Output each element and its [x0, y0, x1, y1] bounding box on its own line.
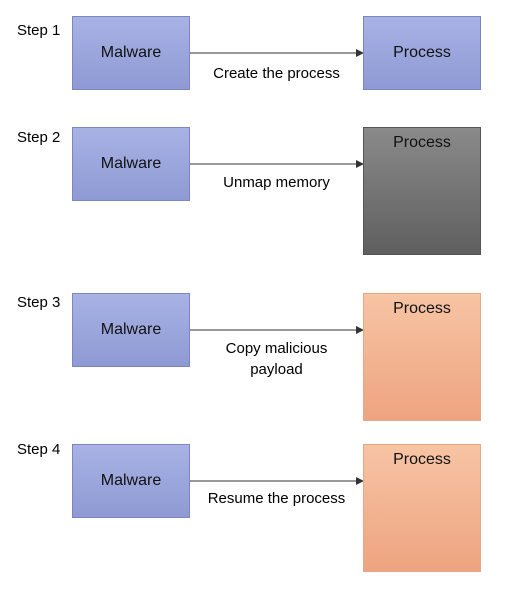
step-4-label: Step 4 — [17, 441, 61, 458]
malware-box-step-2: Malware — [72, 127, 190, 201]
action-step-3-line-1: Copy malicious — [225, 340, 328, 357]
malware-box-step-4: Malware — [72, 444, 190, 518]
action-step-2: Unmap memory — [223, 174, 330, 191]
step-1-label: Step 1 — [17, 22, 61, 39]
process-box-step-3: Process — [363, 293, 481, 421]
step-2-label: Step 2 — [17, 129, 61, 146]
process-box-step-4: Process — [363, 444, 481, 572]
step-3-label: Step 3 — [17, 294, 61, 311]
malware-box-step-1: Malware — [72, 16, 190, 90]
action-step-3: Copy malicious payload — [190, 338, 363, 380]
malware-box-step-3: Malware — [72, 293, 190, 367]
process-box-step-1: Process — [363, 16, 481, 90]
action-step-1: Create the process — [213, 65, 340, 82]
action-step-3-line-2: payload — [250, 361, 303, 378]
action-step-4: Resume the process — [207, 490, 346, 507]
process-box-step-2: Process — [363, 127, 481, 255]
